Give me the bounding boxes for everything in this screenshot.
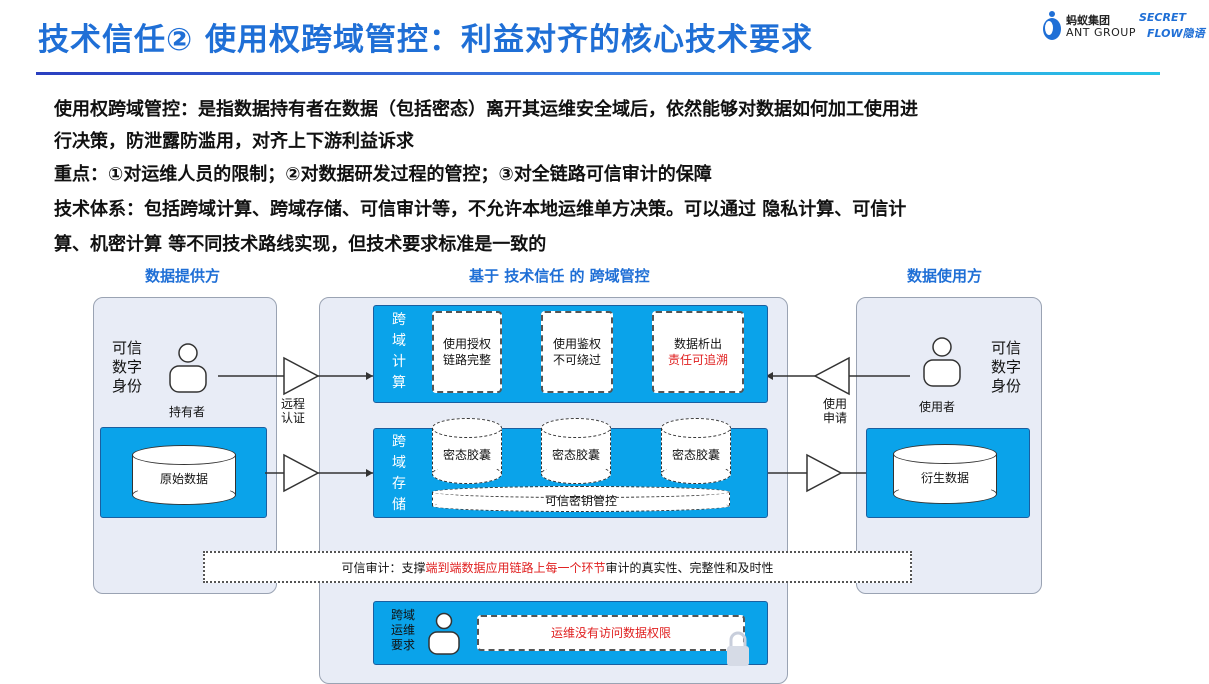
derived-data-cylinder: 衍生数据 [893, 444, 997, 504]
remote-auth-label: 远程 认证 [281, 397, 306, 425]
compute-vertical-label: 跨 域 计 算 [392, 312, 406, 391]
center-heading: 基于 技术信任 的 跨域管控 [469, 267, 650, 285]
ant-group-cn: 蚂蚁集团 [1066, 14, 1110, 27]
user-person-icon [923, 337, 961, 387]
left-identity-label: 可信 数字 身份 [112, 339, 143, 395]
lock-icon [727, 631, 749, 666]
title-divider [36, 72, 1160, 75]
auth-chain-box: 使用授权链路完整 [432, 311, 502, 393]
ops-restriction-note: 运维没有访问数据权限 [477, 615, 745, 651]
capsule-2: 密态胶囊 [541, 418, 611, 484]
tech-system-line-1: 技术体系：包括跨域计算、跨域存储、可信审计等，不允许本地运维单方决策。可以通过 … [54, 199, 907, 220]
brand-logos: 蚂蚁集团 ANT GROUP SECRET FLOW隐语 [1040, 8, 1209, 48]
ops-vertical-label: 跨域 运维 要求 [391, 608, 416, 652]
storage-vertical-label: 跨 域 存 储 [392, 434, 406, 513]
use-apply-label: 使用 申请 [823, 397, 848, 425]
provider-heading: 数据提供方 [145, 267, 221, 285]
definition-line-1: 使用权跨域管控：是指数据持有者在数据（包括密态）离开其运维安全域后，依然能够对数… [54, 99, 918, 120]
trusted-audit-banner: 可信审计：支撑端到端数据应用链路上每一个环节审计的真实性、完整性和及时性 [203, 551, 912, 583]
user-heading: 数据使用方 [907, 267, 983, 285]
definition-line-2: 行决策，防泄露防滥用，对齐上下游利益诉求 [54, 131, 414, 152]
holder-label: 持有者 [169, 405, 206, 419]
tech-system-line-2: 算、机密计算 等不同技术路线实现，但技术要求标准是一致的 [54, 234, 547, 255]
capsule-3: 密态胶囊 [661, 418, 731, 484]
key-management-cylinder: 可信密钥管控 [432, 486, 730, 512]
holder-person-icon [169, 343, 207, 393]
auth-check-box: 使用鉴权不可绕过 [541, 311, 613, 393]
right-identity-label: 可信 数字 身份 [991, 339, 1022, 395]
ant-group-en: ANT GROUP [1066, 26, 1136, 39]
secretflow-logo-top: SECRET [1139, 11, 1186, 24]
ant-logo-icon [1043, 11, 1061, 40]
data-export-box: 数据析出责任可追溯 [652, 311, 744, 393]
capsule-1: 密态胶囊 [432, 418, 502, 484]
page-title: 技术信任② 使用权跨域管控：利益对齐的核心技术要求 [38, 22, 814, 58]
user-label: 使用者 [919, 400, 956, 414]
ops-person-icon [428, 612, 460, 655]
raw-data-cylinder: 原始数据 [132, 445, 236, 505]
focus-line: 重点：①对运维人员的限制；②对数据研发过程的管控；③对全链路可信审计的保障 [54, 164, 712, 185]
secretflow-logo-bottom: FLOW隐语 [1147, 27, 1205, 40]
